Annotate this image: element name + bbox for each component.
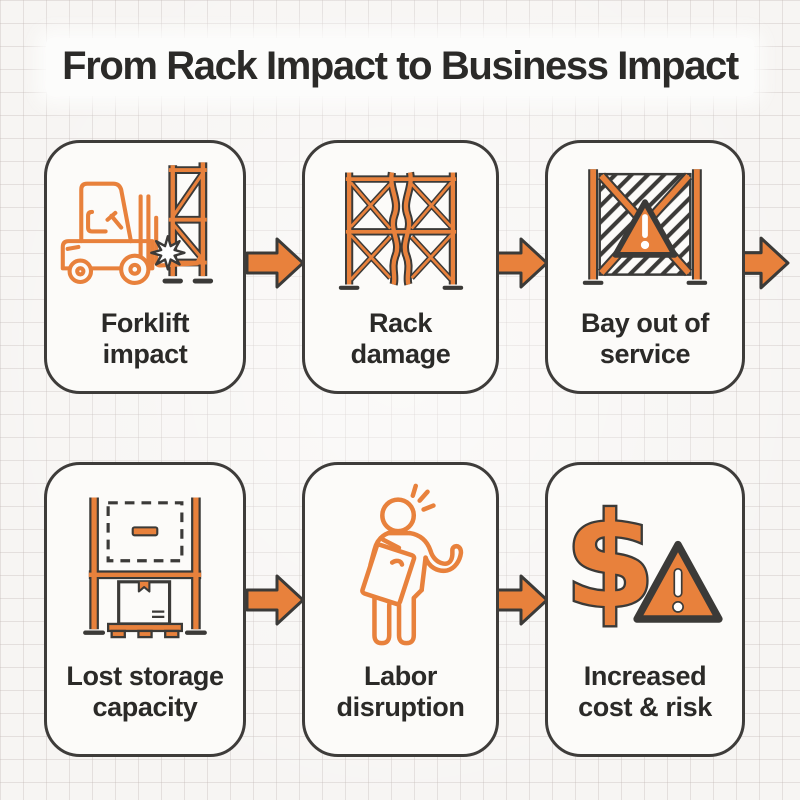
barricaded-bay-warning-icon bbox=[548, 143, 742, 308]
flow-arrow-icon bbox=[245, 237, 305, 289]
card-rack-damage: Rack damage bbox=[302, 140, 499, 394]
card-bay-out-of-service: Bay out of service bbox=[545, 140, 745, 394]
forklift-hitting-rack-icon bbox=[47, 143, 243, 308]
title-background-band bbox=[46, 38, 754, 96]
empty-rack-slot-pallet-icon bbox=[47, 465, 243, 661]
worker-with-clipboard-icon bbox=[305, 465, 496, 661]
card-label-lost-storage-capacity: Lost storage capacity bbox=[66, 660, 224, 723]
card-label-rack-damage: Rack damage bbox=[350, 307, 451, 370]
card-labor-disruption: Labor disruption bbox=[302, 462, 499, 757]
card-label-forklift-impact: Forklift impact bbox=[100, 307, 190, 370]
bent-rack-frame-icon bbox=[305, 143, 496, 308]
card-increased-cost-risk: $ Increased cost & risk bbox=[545, 462, 745, 757]
dollar-warning-triangle-icon: $ bbox=[548, 465, 742, 661]
card-label-increased-cost-risk: Increased cost & risk bbox=[578, 660, 712, 723]
card-forklift-impact: Forklift impact bbox=[44, 140, 246, 394]
page-title: From Rack Impact to Business Impact bbox=[62, 44, 739, 88]
card-lost-storage-capacity: Lost storage capacity bbox=[44, 462, 246, 757]
card-label-bay-out-of-service: Bay out of service bbox=[581, 307, 709, 370]
flow-arrow-icon bbox=[245, 574, 305, 626]
card-label-labor-disruption: Labor disruption bbox=[336, 660, 465, 723]
